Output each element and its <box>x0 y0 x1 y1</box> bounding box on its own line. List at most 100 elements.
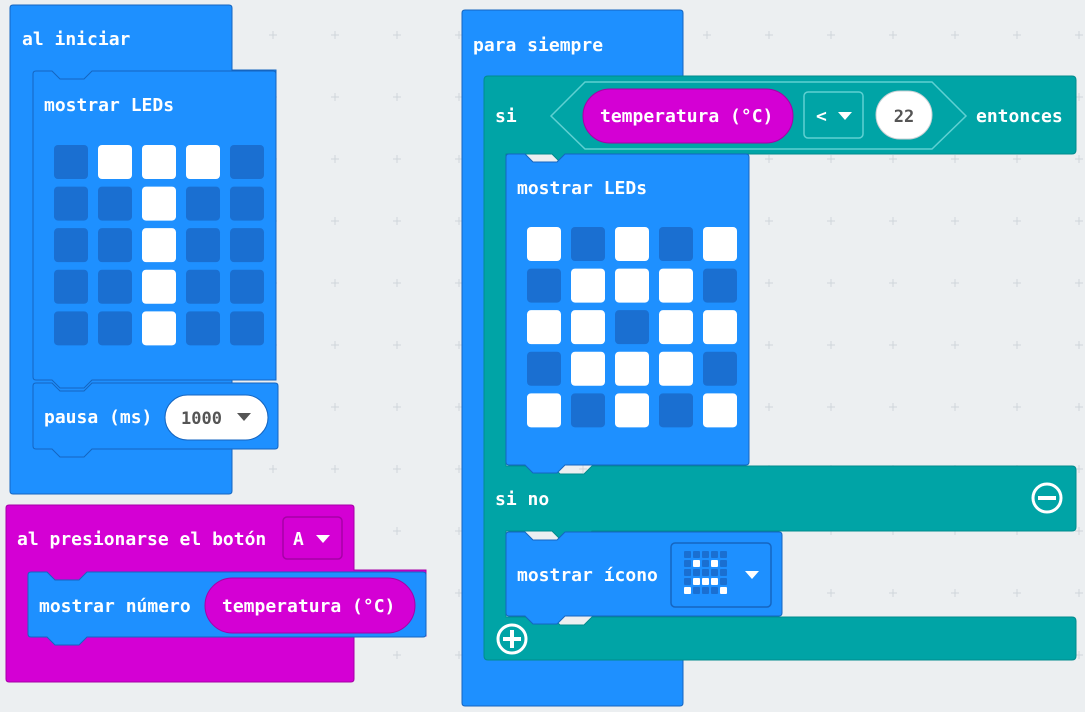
led-on[interactable] <box>527 393 561 428</box>
chevron-down-icon <box>316 535 330 543</box>
icon-led-off <box>684 578 691 585</box>
show-leds-label: mostrar LEDs <box>44 95 174 116</box>
led-on[interactable] <box>527 310 561 345</box>
led-on[interactable] <box>571 351 605 386</box>
led-on[interactable] <box>186 145 220 179</box>
led-off[interactable] <box>230 228 264 263</box>
remove-else-button[interactable] <box>1031 482 1063 514</box>
on-button-label: al presionarse el botón <box>17 529 266 550</box>
pause-block[interactable]: pausa (ms) 1000 <box>32 382 279 458</box>
led-on[interactable] <box>142 311 176 346</box>
temperature-reporter-condition[interactable]: temperatura (°C) <box>582 88 794 144</box>
led-off[interactable] <box>54 228 88 263</box>
led-off[interactable] <box>186 269 220 304</box>
led-off[interactable] <box>571 393 605 428</box>
led-off[interactable] <box>230 269 264 304</box>
led-on[interactable] <box>615 351 649 386</box>
icon-led-on <box>693 578 700 585</box>
led-on[interactable] <box>142 228 176 263</box>
led-off[interactable] <box>230 145 264 179</box>
led-on[interactable] <box>615 268 649 303</box>
led-grid[interactable] <box>54 145 264 346</box>
on-start-block[interactable]: al iniciar mostrar LEDs pausa (ms) 1000 <box>9 4 279 495</box>
led-off[interactable] <box>98 186 132 221</box>
led-on[interactable] <box>142 186 176 221</box>
icon-led-on <box>720 587 727 594</box>
led-off[interactable] <box>527 351 561 386</box>
led-on[interactable] <box>615 227 649 261</box>
led-off[interactable] <box>230 311 264 346</box>
add-else-if-button[interactable] <box>496 623 528 655</box>
led-off[interactable] <box>54 311 88 346</box>
icon-led-on <box>711 560 718 567</box>
show-icon-block[interactable]: mostrar ícono <box>505 531 783 625</box>
icon-led-off <box>702 560 709 567</box>
pause-value-dropdown[interactable]: 1000 <box>164 394 269 441</box>
led-off[interactable] <box>703 268 737 303</box>
show-leds-block-then[interactable]: mostrar LEDs <box>505 153 750 474</box>
icon-led-off <box>693 587 700 594</box>
icon-led-off <box>684 560 691 567</box>
led-off[interactable] <box>54 269 88 304</box>
comparison-block[interactable]: temperatura (°C) < 22 <box>549 81 968 150</box>
led-off[interactable] <box>54 145 88 179</box>
led-off[interactable] <box>54 186 88 221</box>
led-off[interactable] <box>98 311 132 346</box>
icon-led-off <box>702 587 709 594</box>
led-off[interactable] <box>527 268 561 303</box>
temperature-reporter[interactable]: temperatura (°C) <box>204 577 416 634</box>
temperature-reporter-label: temperatura (°C) <box>222 596 395 617</box>
icon-led-off <box>684 551 691 558</box>
button-select-dropdown[interactable]: A <box>282 516 343 560</box>
icon-led-off <box>720 560 727 567</box>
operator-dropdown[interactable]: < <box>803 91 864 139</box>
led-on[interactable] <box>142 269 176 304</box>
led-off[interactable] <box>615 310 649 345</box>
led-on[interactable] <box>571 310 605 345</box>
led-off[interactable] <box>703 351 737 386</box>
icon-led-off <box>720 551 727 558</box>
led-off[interactable] <box>659 227 693 261</box>
led-on[interactable] <box>615 393 649 428</box>
icon-led-off <box>702 569 709 576</box>
led-off[interactable] <box>186 228 220 263</box>
led-off[interactable] <box>98 228 132 263</box>
show-number-label: mostrar número <box>39 596 191 617</box>
icon-led-off <box>684 569 691 576</box>
forever-block[interactable]: para siempre si temperatura (°C) < <box>461 9 1077 707</box>
led-on[interactable] <box>659 268 693 303</box>
on-button-pressed-block[interactable]: al presionarse el botón A mostrar número… <box>5 504 427 683</box>
threshold-input[interactable]: 22 <box>875 90 933 140</box>
on-start-label: al iniciar <box>22 29 131 50</box>
show-leds-block-start[interactable]: mostrar LEDs <box>32 70 277 389</box>
led-on[interactable] <box>142 145 176 179</box>
led-on[interactable] <box>571 268 605 303</box>
chevron-down-icon <box>745 571 759 579</box>
led-on[interactable] <box>703 310 737 345</box>
led-grid[interactable] <box>527 227 737 428</box>
icon-led-on <box>684 587 691 594</box>
led-off[interactable] <box>571 227 605 261</box>
show-icon-label: mostrar ícono <box>517 565 658 586</box>
led-off[interactable] <box>98 269 132 304</box>
if-label: si <box>495 106 517 127</box>
if-else-block[interactable]: si temperatura (°C) < 22 entonces <box>483 75 1077 661</box>
led-off[interactable] <box>186 311 220 346</box>
led-off[interactable] <box>186 186 220 221</box>
led-on[interactable] <box>659 310 693 345</box>
led-off[interactable] <box>659 393 693 428</box>
led-off[interactable] <box>230 186 264 221</box>
then-label: entonces <box>976 106 1063 127</box>
icon-picker-dropdown[interactable] <box>670 542 772 608</box>
led-on[interactable] <box>703 227 737 261</box>
led-on[interactable] <box>659 351 693 386</box>
icon-led-on <box>711 578 718 585</box>
led-on[interactable] <box>527 227 561 261</box>
icon-led-on <box>693 560 700 567</box>
show-number-block[interactable]: mostrar número temperatura (°C) <box>27 571 427 646</box>
led-on[interactable] <box>98 145 132 179</box>
chevron-down-icon <box>237 413 251 421</box>
led-on[interactable] <box>703 393 737 428</box>
sad-face-icon <box>684 551 727 594</box>
